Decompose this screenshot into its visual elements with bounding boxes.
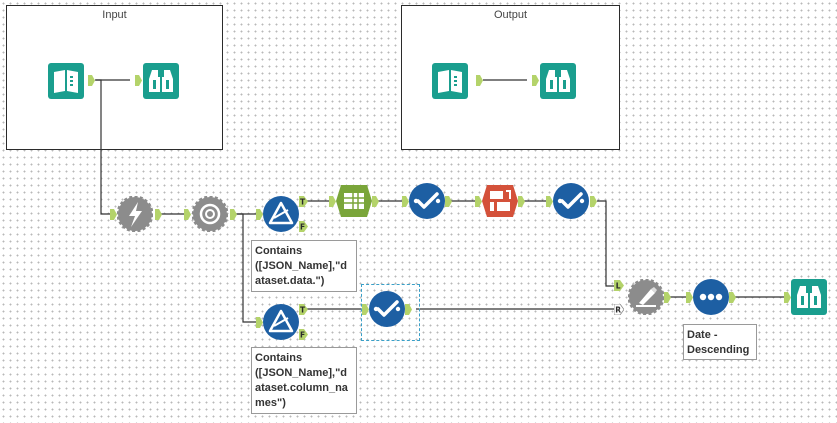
input-data-book-icon (432, 63, 468, 99)
output-anchor[interactable] (518, 196, 525, 207)
output-anchor[interactable] (155, 209, 162, 220)
browse-tool-1[interactable] (143, 63, 179, 99)
select-check-icon (369, 291, 405, 327)
sort-tool[interactable] (693, 279, 729, 315)
input-anchor[interactable] (784, 292, 791, 303)
output-anchor[interactable] (405, 304, 412, 315)
output-container-title: Output (493, 9, 528, 21)
true-anchor[interactable]: T (299, 304, 308, 315)
output-anchor[interactable] (590, 196, 597, 207)
input-anchor[interactable] (362, 304, 369, 315)
output-anchor[interactable] (445, 196, 452, 207)
select-tool-1[interactable] (409, 183, 445, 219)
input-anchor[interactable] (546, 196, 553, 207)
input-anchor[interactable] (686, 292, 693, 303)
output-anchor[interactable] (88, 75, 95, 86)
output-anchor[interactable] (664, 292, 671, 303)
input-container[interactable]: Input (6, 5, 223, 150)
json-parse-gear-icon (192, 196, 228, 232)
filter-tool-1[interactable] (263, 196, 299, 232)
browse-binoculars-icon (540, 63, 576, 99)
input-anchor[interactable] (135, 75, 142, 86)
input-data-book-icon (48, 63, 84, 99)
text-to-columns-tool[interactable] (336, 183, 372, 219)
output-anchor[interactable] (476, 75, 483, 86)
browse-binoculars-icon (791, 279, 827, 315)
json-parse-tool[interactable] (192, 196, 228, 232)
input-container-title: Input (102, 9, 127, 21)
svg-text:T: T (300, 198, 306, 207)
transpose-tool[interactable] (482, 183, 518, 219)
wire-json-filter2 (237, 213, 258, 323)
select-check-icon (409, 183, 445, 219)
wire-input1-dynamic (96, 79, 110, 215)
svg-text:F: F (300, 223, 305, 232)
input-anchor[interactable] (329, 196, 336, 207)
input-data-tool-1[interactable] (48, 63, 84, 99)
input-anchor[interactable] (110, 209, 117, 220)
output-anchor[interactable] (372, 196, 379, 207)
browse-tool-3[interactable] (791, 279, 827, 315)
true-anchor[interactable]: T (299, 196, 308, 207)
sort-annotation: Date - Descending (683, 324, 757, 360)
left-input-anchor[interactable]: L (614, 280, 624, 291)
wire-select2-join (597, 200, 614, 287)
transpose-icon (482, 185, 518, 217)
filter-triangle-icon (263, 196, 299, 232)
join-gear-icon (628, 279, 664, 315)
select-tool-3[interactable] (369, 291, 405, 327)
input-data-tool-2[interactable] (432, 63, 468, 99)
input-anchor[interactable] (256, 317, 263, 328)
output-anchor[interactable] (729, 292, 736, 303)
input-anchor[interactable] (532, 75, 539, 86)
output-anchor[interactable] (230, 209, 237, 220)
select-check-icon (553, 183, 589, 219)
filter-1-annotation: Contains ([JSON_Name],"d ataset.data.") (251, 240, 357, 292)
input-anchor[interactable] (402, 196, 409, 207)
svg-text:L: L (616, 282, 621, 291)
input-anchor[interactable] (475, 196, 482, 207)
selection-box (361, 284, 420, 341)
sort-dots-icon (693, 279, 729, 315)
filter-triangle-icon (263, 304, 299, 340)
join-tool[interactable] (628, 279, 664, 315)
text-to-columns-icon (336, 185, 372, 217)
right-input-anchor[interactable]: R (614, 304, 624, 315)
dynamic-input-tool[interactable] (117, 196, 153, 232)
browse-tool-2[interactable] (540, 63, 576, 99)
svg-text:T: T (300, 306, 306, 315)
false-anchor[interactable]: F (299, 221, 308, 232)
lightning-bolt-gear-icon (117, 196, 153, 232)
browse-binoculars-icon (143, 63, 179, 99)
select-tool-2[interactable] (553, 183, 589, 219)
svg-text:F: F (300, 331, 305, 340)
false-anchor[interactable]: F (299, 329, 308, 340)
input-anchor[interactable] (184, 209, 191, 220)
filter-2-annotation: Contains ([JSON_Name],"d ataset.column_n… (251, 347, 357, 414)
svg-text:R: R (615, 306, 621, 315)
input-anchor[interactable] (256, 209, 263, 220)
filter-tool-2[interactable] (263, 304, 299, 340)
